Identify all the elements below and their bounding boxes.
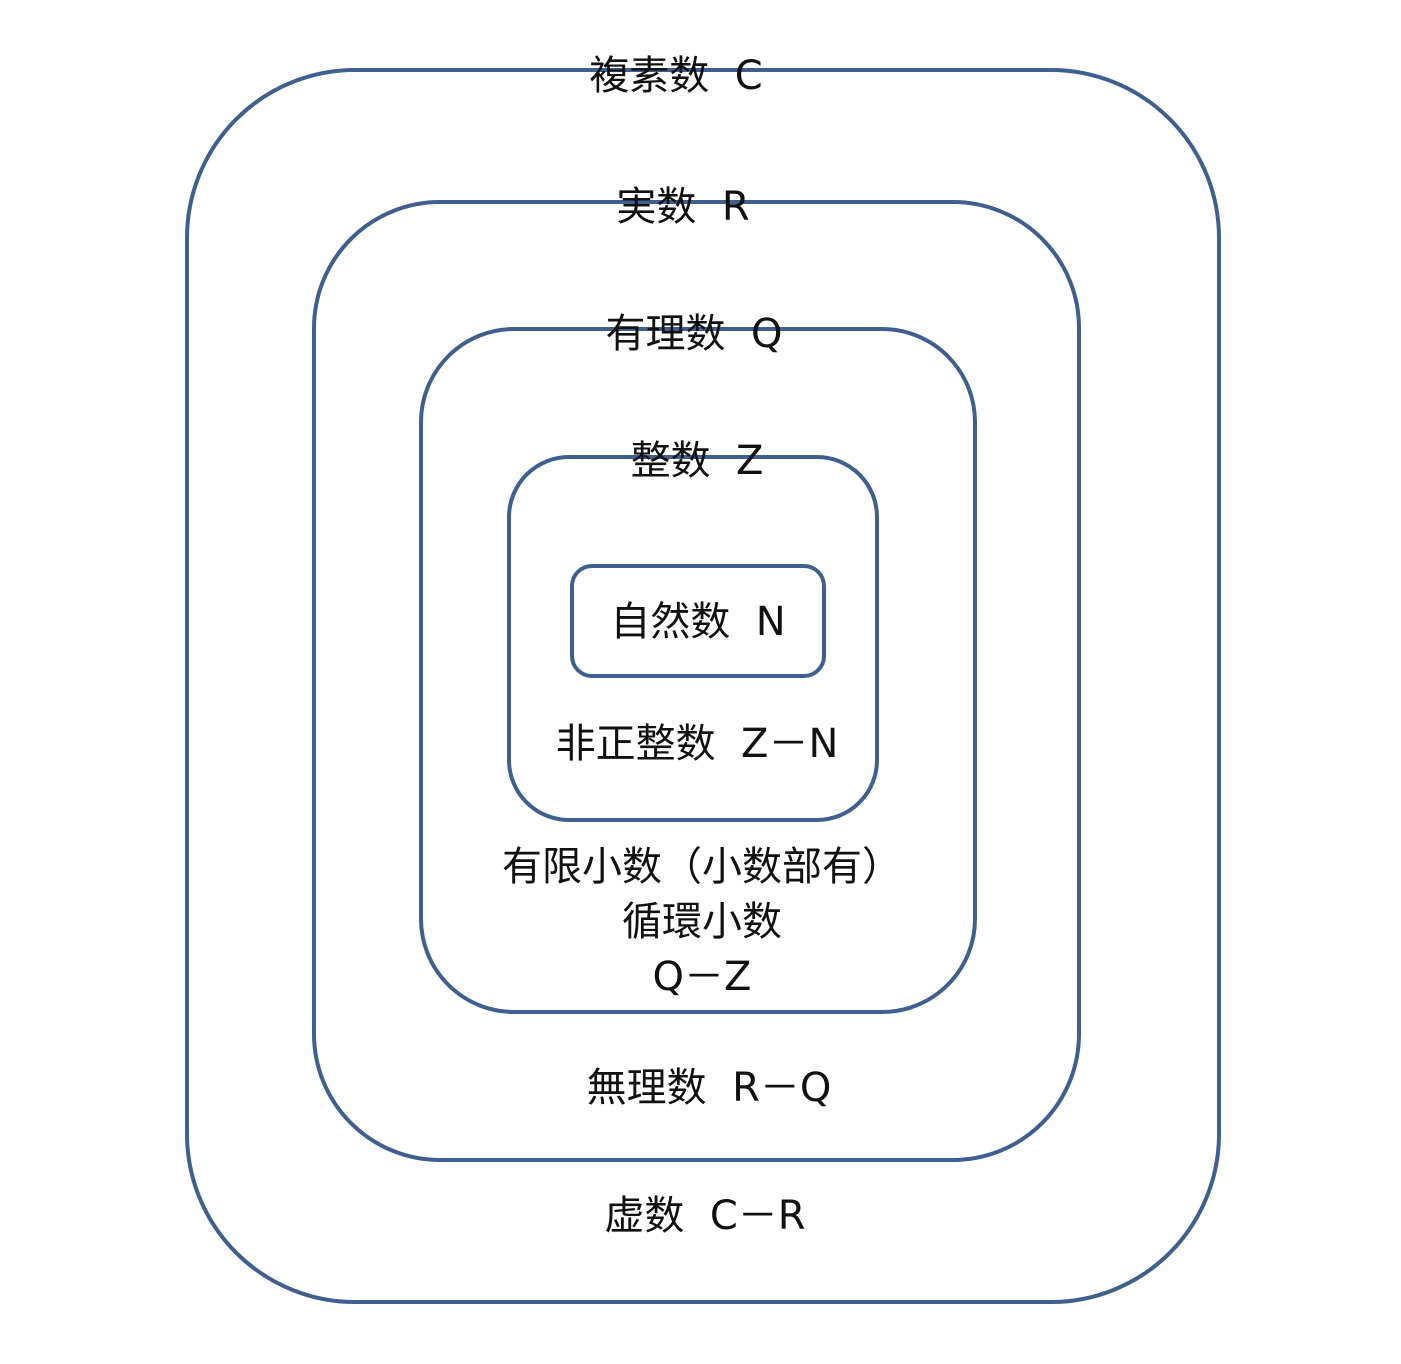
integer-set-label: 整数 Z: [631, 437, 764, 485]
repeating-decimal-text: 循環小数: [622, 899, 782, 945]
real-set-label: 実数 R: [616, 183, 749, 231]
non-positive-integer-label: 非正整数 Z－N: [556, 720, 839, 768]
imaginary-label: 虚数 C－R: [604, 1192, 805, 1240]
complex-set-box: [185, 68, 1221, 1304]
complex-set-name: 複素数: [589, 53, 710, 99]
rational-set-label: 有理数 Q: [606, 310, 783, 358]
real-set-symbol: R: [721, 184, 750, 230]
rational-non-integer-label: 有限小数（小数部有） 循環小数 Q－Z: [502, 840, 902, 1005]
rational-set-name: 有理数: [605, 311, 726, 357]
complex-set-symbol: C: [734, 53, 763, 99]
irrational-symbol: R－Q: [732, 1065, 832, 1111]
integer-set-symbol: Z: [736, 438, 764, 484]
finite-decimal-text: 有限小数（小数部有）: [502, 844, 902, 890]
irrational-label: 無理数 R－Q: [587, 1064, 832, 1112]
imaginary-name: 虚数: [604, 1193, 685, 1239]
complex-set-label: 複素数 C: [589, 52, 762, 100]
rational-set-symbol: Q: [750, 311, 783, 357]
non-positive-integer-name: 非正整数: [555, 721, 716, 767]
natural-set-symbol: N: [755, 599, 786, 645]
natural-set-box: [570, 564, 826, 678]
natural-set-name: 自然数: [610, 599, 731, 645]
non-positive-integer-symbol: Z－N: [741, 721, 839, 767]
rational-set-box: [419, 327, 977, 1014]
rational-minus-integer-symbol: Q－Z: [652, 954, 752, 1000]
real-set-box: [312, 200, 1081, 1162]
real-set-name: 実数: [616, 184, 697, 230]
imaginary-symbol: C－R: [709, 1193, 806, 1239]
natural-set-label: 自然数 N: [610, 598, 785, 646]
irrational-name: 無理数: [586, 1065, 707, 1111]
integer-set-name: 整数: [630, 438, 711, 484]
integer-set-box: [507, 455, 879, 822]
